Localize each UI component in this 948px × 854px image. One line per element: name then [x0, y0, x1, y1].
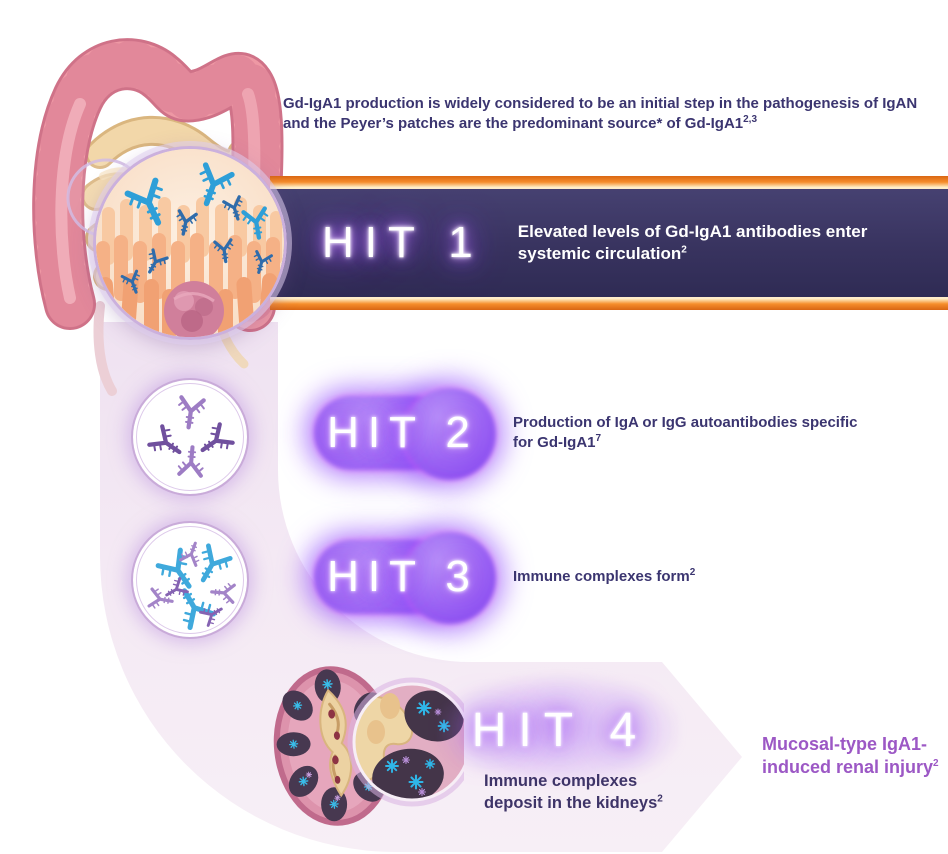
- hit1-banner-body: HIT 1 Elevated levels of Gd-IgA1 antibod…: [270, 189, 948, 297]
- kidney-magnifier-inset: [347, 677, 464, 807]
- peyers-patch-inset: [93, 146, 287, 340]
- villi-illustration: [96, 149, 284, 337]
- banner-top-border: [270, 176, 948, 189]
- hit3-neon-badge: HIT 3: [314, 532, 496, 624]
- hit4-label: HIT 4: [471, 703, 649, 757]
- outcome-text: Mucosal-type IgA1-induced renal injury2: [762, 734, 939, 778]
- kidney-illustration: [273, 666, 464, 826]
- immune-complex-art: [147, 538, 236, 637]
- immune-complex-icon: [131, 521, 249, 639]
- autoantibody-icon: [131, 378, 249, 496]
- hit1-banner: HIT 1 Elevated levels of Gd-IgA1 antibod…: [270, 176, 948, 314]
- hit3-description: Immune complexes form2: [513, 567, 696, 586]
- page-title: Gd-IgA1 production is widely considered …: [283, 95, 918, 133]
- hit1-description: Elevated levels of Gd-IgA1 antibodies en…: [517, 221, 868, 263]
- hit2-description: Production of IgA or IgG autoantibodies …: [513, 414, 858, 452]
- hit4-neon-badge: HIT 4: [440, 674, 680, 786]
- hit1-label: HIT 1: [322, 218, 484, 267]
- autoantibody-art: [133, 380, 247, 494]
- hit2-label: HIT 2: [327, 408, 479, 457]
- banner-bottom-border: [270, 297, 948, 310]
- peyers-patch: [164, 281, 224, 337]
- hit4-description: Immune complexes deposit in the kidneys2: [484, 772, 663, 813]
- hit2-neon-badge: HIT 2: [314, 388, 496, 480]
- hit3-label: HIT 3: [327, 552, 479, 601]
